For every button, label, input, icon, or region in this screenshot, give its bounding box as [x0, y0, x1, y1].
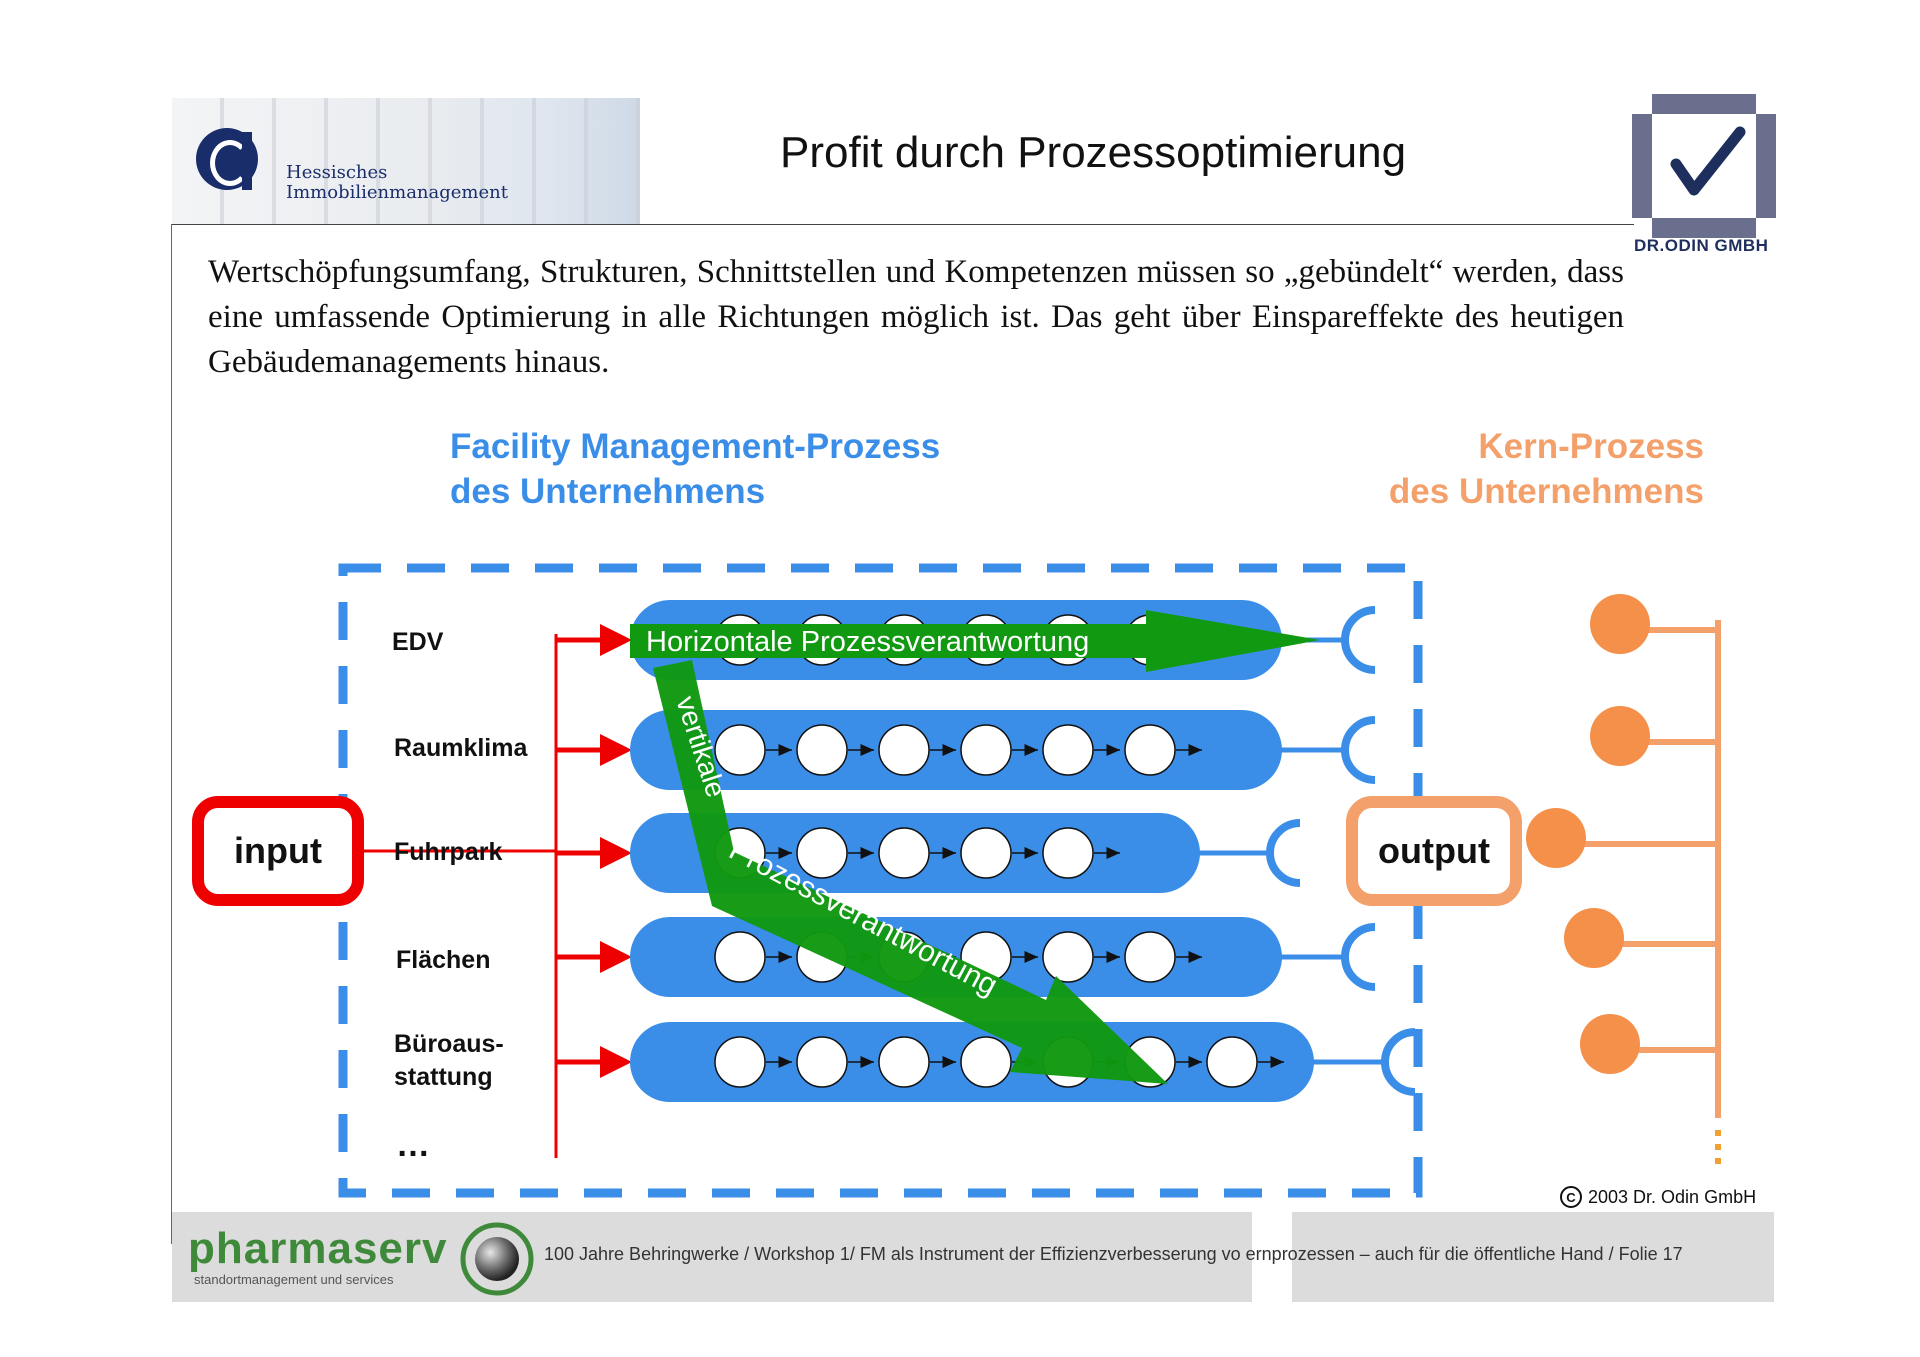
- process-step: [1124, 724, 1176, 776]
- lane-socket: [1381, 1028, 1416, 1096]
- red-input-arrow: [556, 941, 632, 973]
- core-node: [1590, 594, 1650, 654]
- lane-2: [630, 710, 1376, 790]
- hessisches-immobilienmanagement-logo: Hessisches Immobilienmanagement: [172, 98, 640, 224]
- intro-paragraph: Wertschöpfungsumfang, Strukturen, Schnit…: [208, 254, 1624, 380]
- lane-socket: [1266, 819, 1301, 887]
- dr-odin-checkmark-logo: [1632, 94, 1776, 238]
- red-arrow-head: [600, 941, 632, 973]
- process-step: [960, 1036, 1012, 1088]
- process-step: [1042, 931, 1094, 983]
- page-title: Profit durch Prozessoptimierung: [780, 128, 1407, 177]
- company-name: DR.ODIN GMBH: [1634, 236, 1769, 255]
- pharmaserv-logo-text: pharmaserv: [188, 1224, 448, 1273]
- core-node: [1580, 1014, 1640, 1074]
- process-step: [878, 724, 930, 776]
- red-arrow-head: [600, 1046, 632, 1078]
- process-step: [1206, 1036, 1258, 1088]
- lane-label-raumklima: Raumklima: [394, 734, 528, 762]
- lane-socket: [1341, 923, 1376, 991]
- process-step: [796, 827, 848, 879]
- process-step: [1042, 827, 1094, 879]
- process-step: [714, 1036, 766, 1088]
- core-process-nodes: [1526, 594, 1718, 1074]
- process-step: [714, 931, 766, 983]
- core-process-network: [1526, 594, 1721, 1168]
- horizontal-arrow-label: Horizontale Prozessverantwortung: [646, 626, 1089, 658]
- lane-label-bueroausstattung-line1: Büroaus-: [394, 1030, 504, 1058]
- process-step: [1124, 931, 1176, 983]
- footer-bar: [172, 1212, 1774, 1302]
- copyright-symbol: C: [1560, 1186, 1582, 1208]
- output-box: output: [1346, 796, 1522, 906]
- process-step: [796, 724, 848, 776]
- pharmaserv-tagline: standortmanagement und services: [194, 1272, 394, 1287]
- red-arrow-head: [600, 624, 632, 656]
- logo-text-line1: Hessisches: [286, 162, 388, 183]
- lane-label-flaechen: Flächen: [396, 946, 491, 974]
- process-step: [878, 1036, 930, 1088]
- process-step: [878, 827, 930, 879]
- red-arrow-head: [600, 837, 632, 869]
- fm-heading-line1: Facility Management-Prozess: [450, 427, 941, 466]
- process-step: [796, 1036, 848, 1088]
- copyright-text: 2003 Dr. Odin GmbH: [1588, 1186, 1757, 1207]
- red-input-arrow: [556, 624, 632, 656]
- horizontal-responsibility-arrow: Horizontale Prozessverantwortung: [630, 610, 1320, 672]
- process-step: [714, 724, 766, 776]
- lane-socket: [1341, 606, 1376, 674]
- core-node: [1526, 808, 1586, 868]
- kern-heading-line1: Kern-Prozess: [1478, 427, 1704, 466]
- lane-label-edv: EDV: [392, 628, 444, 656]
- red-input-arrows: [556, 624, 632, 1078]
- left-divider: [171, 224, 172, 1244]
- header-divider: [172, 224, 1634, 225]
- fm-process-heading: Facility Management-Prozess des Unterneh…: [450, 424, 940, 514]
- lane-label-bueroausstattung-line2: stattung: [394, 1063, 493, 1091]
- lane-socket: [1341, 716, 1376, 784]
- fm-heading-line2: des Unternehmens: [450, 472, 766, 511]
- core-node: [1590, 706, 1650, 766]
- process-step: [960, 724, 1012, 776]
- pharmaserv-globe-icon: [460, 1222, 534, 1296]
- red-arrow-head: [600, 734, 632, 766]
- process-step: [960, 827, 1012, 879]
- copyright-notice: C 2003 Dr. Odin GmbH: [1560, 1186, 1756, 1208]
- footer-text: 100 Jahre Behringwerke / Workshop 1/ FM …: [544, 1244, 1683, 1264]
- logo-text-line2: Immobilienmanagement: [286, 182, 508, 203]
- core-process-heading: Kern-Prozess des Unternehmens: [1300, 424, 1704, 514]
- core-node: [1564, 908, 1624, 968]
- more-lanes-ellipsis: …: [396, 1126, 430, 1164]
- red-input-arrow: [556, 837, 632, 869]
- lane-label-fuhrpark: Fuhrpark: [394, 838, 503, 866]
- footer-gap: [1252, 1212, 1292, 1302]
- input-box: input: [192, 796, 364, 906]
- lane-label-bueroausstattung: Büroaus- stattung: [394, 1028, 504, 1094]
- process-step: [1042, 724, 1094, 776]
- logo-mark-bar: [242, 132, 252, 190]
- red-input-arrow: [556, 1046, 632, 1078]
- red-input-arrow: [556, 734, 632, 766]
- kern-heading-line2: des Unternehmens: [1388, 472, 1704, 511]
